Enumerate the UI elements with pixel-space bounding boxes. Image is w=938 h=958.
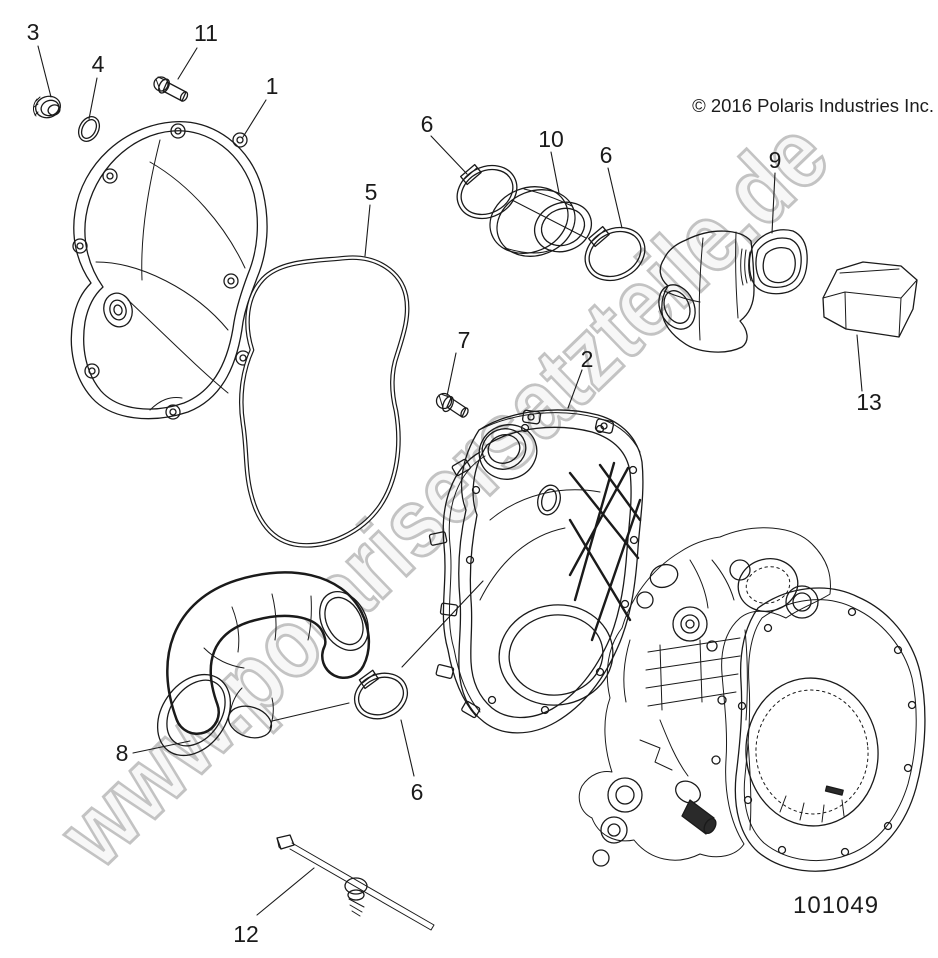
part-2-inner-clutch-cover-drawing xyxy=(428,409,644,734)
leader-line-6-a xyxy=(430,135,468,175)
part-3-plug-drawing xyxy=(33,95,61,119)
part-9-intake-duct-drawing xyxy=(658,229,808,353)
callout-label-5: 5 xyxy=(365,179,378,205)
leader-line-8 xyxy=(132,740,191,754)
part-6-clamp-c-drawing xyxy=(353,669,409,720)
leader-line-6-c xyxy=(400,719,415,777)
callout-label-2: 2 xyxy=(581,346,594,372)
part-10-coupler-drawing xyxy=(489,186,593,257)
engine-case-drawing xyxy=(578,527,926,872)
callout-label-6-a: 6 xyxy=(421,111,434,137)
callout-label-11: 11 xyxy=(194,20,218,46)
part-11-bolt-drawing xyxy=(153,76,189,102)
leader-line-12 xyxy=(256,867,315,916)
watermark-text: www.polarisersatzteile.de xyxy=(38,99,849,887)
copyright-text: © 2016 Polaris Industries Inc. xyxy=(692,95,934,116)
part-1-outer-clutch-cover-drawing xyxy=(70,121,268,420)
leader-line-13 xyxy=(856,334,863,392)
leader-line-3 xyxy=(37,45,52,98)
callout-label-6-b: 6 xyxy=(600,142,613,168)
drawing-number: 101049 xyxy=(793,892,879,919)
part-6-clamp-b-drawing xyxy=(584,225,646,282)
callout-label-3: 3 xyxy=(27,19,40,45)
callout-label-13: 13 xyxy=(856,389,882,415)
part-4-oring-drawing xyxy=(77,116,101,142)
leader-line-2 xyxy=(567,369,583,409)
leader-line-9 xyxy=(771,172,776,234)
part-8-duct-hose-drawing xyxy=(156,571,371,757)
leader-line-10 xyxy=(550,151,560,194)
part-6-clamp-a-drawing xyxy=(456,163,518,220)
callout-label-4: 4 xyxy=(92,51,105,77)
part-7-bolt-drawing xyxy=(435,392,469,418)
callout-label-10: 10 xyxy=(538,126,564,152)
leader-line-4 xyxy=(88,77,98,120)
assembly-lines xyxy=(271,580,484,722)
leader-line-6-b xyxy=(607,167,623,229)
part-12-cable-tie-drawing xyxy=(276,834,435,931)
assembly-line-0 xyxy=(271,702,350,722)
callout-label-7: 7 xyxy=(458,327,471,353)
leader-line-1 xyxy=(242,99,267,138)
cover-bolt-tabs xyxy=(72,123,251,420)
part-13-cover-drawing xyxy=(822,261,918,338)
callout-label-8: 8 xyxy=(116,740,129,766)
callout-label-1: 1 xyxy=(266,73,279,99)
callout-label-6-c: 6 xyxy=(411,779,424,805)
callout-label-9: 9 xyxy=(769,147,782,173)
assembly-line-1 xyxy=(401,580,484,668)
callout-label-12: 12 xyxy=(233,921,259,947)
leader-line-7 xyxy=(446,352,457,397)
leader-line-5 xyxy=(364,204,371,257)
part-5-gasket-drawing xyxy=(239,255,410,548)
leader-line-11 xyxy=(177,47,198,80)
